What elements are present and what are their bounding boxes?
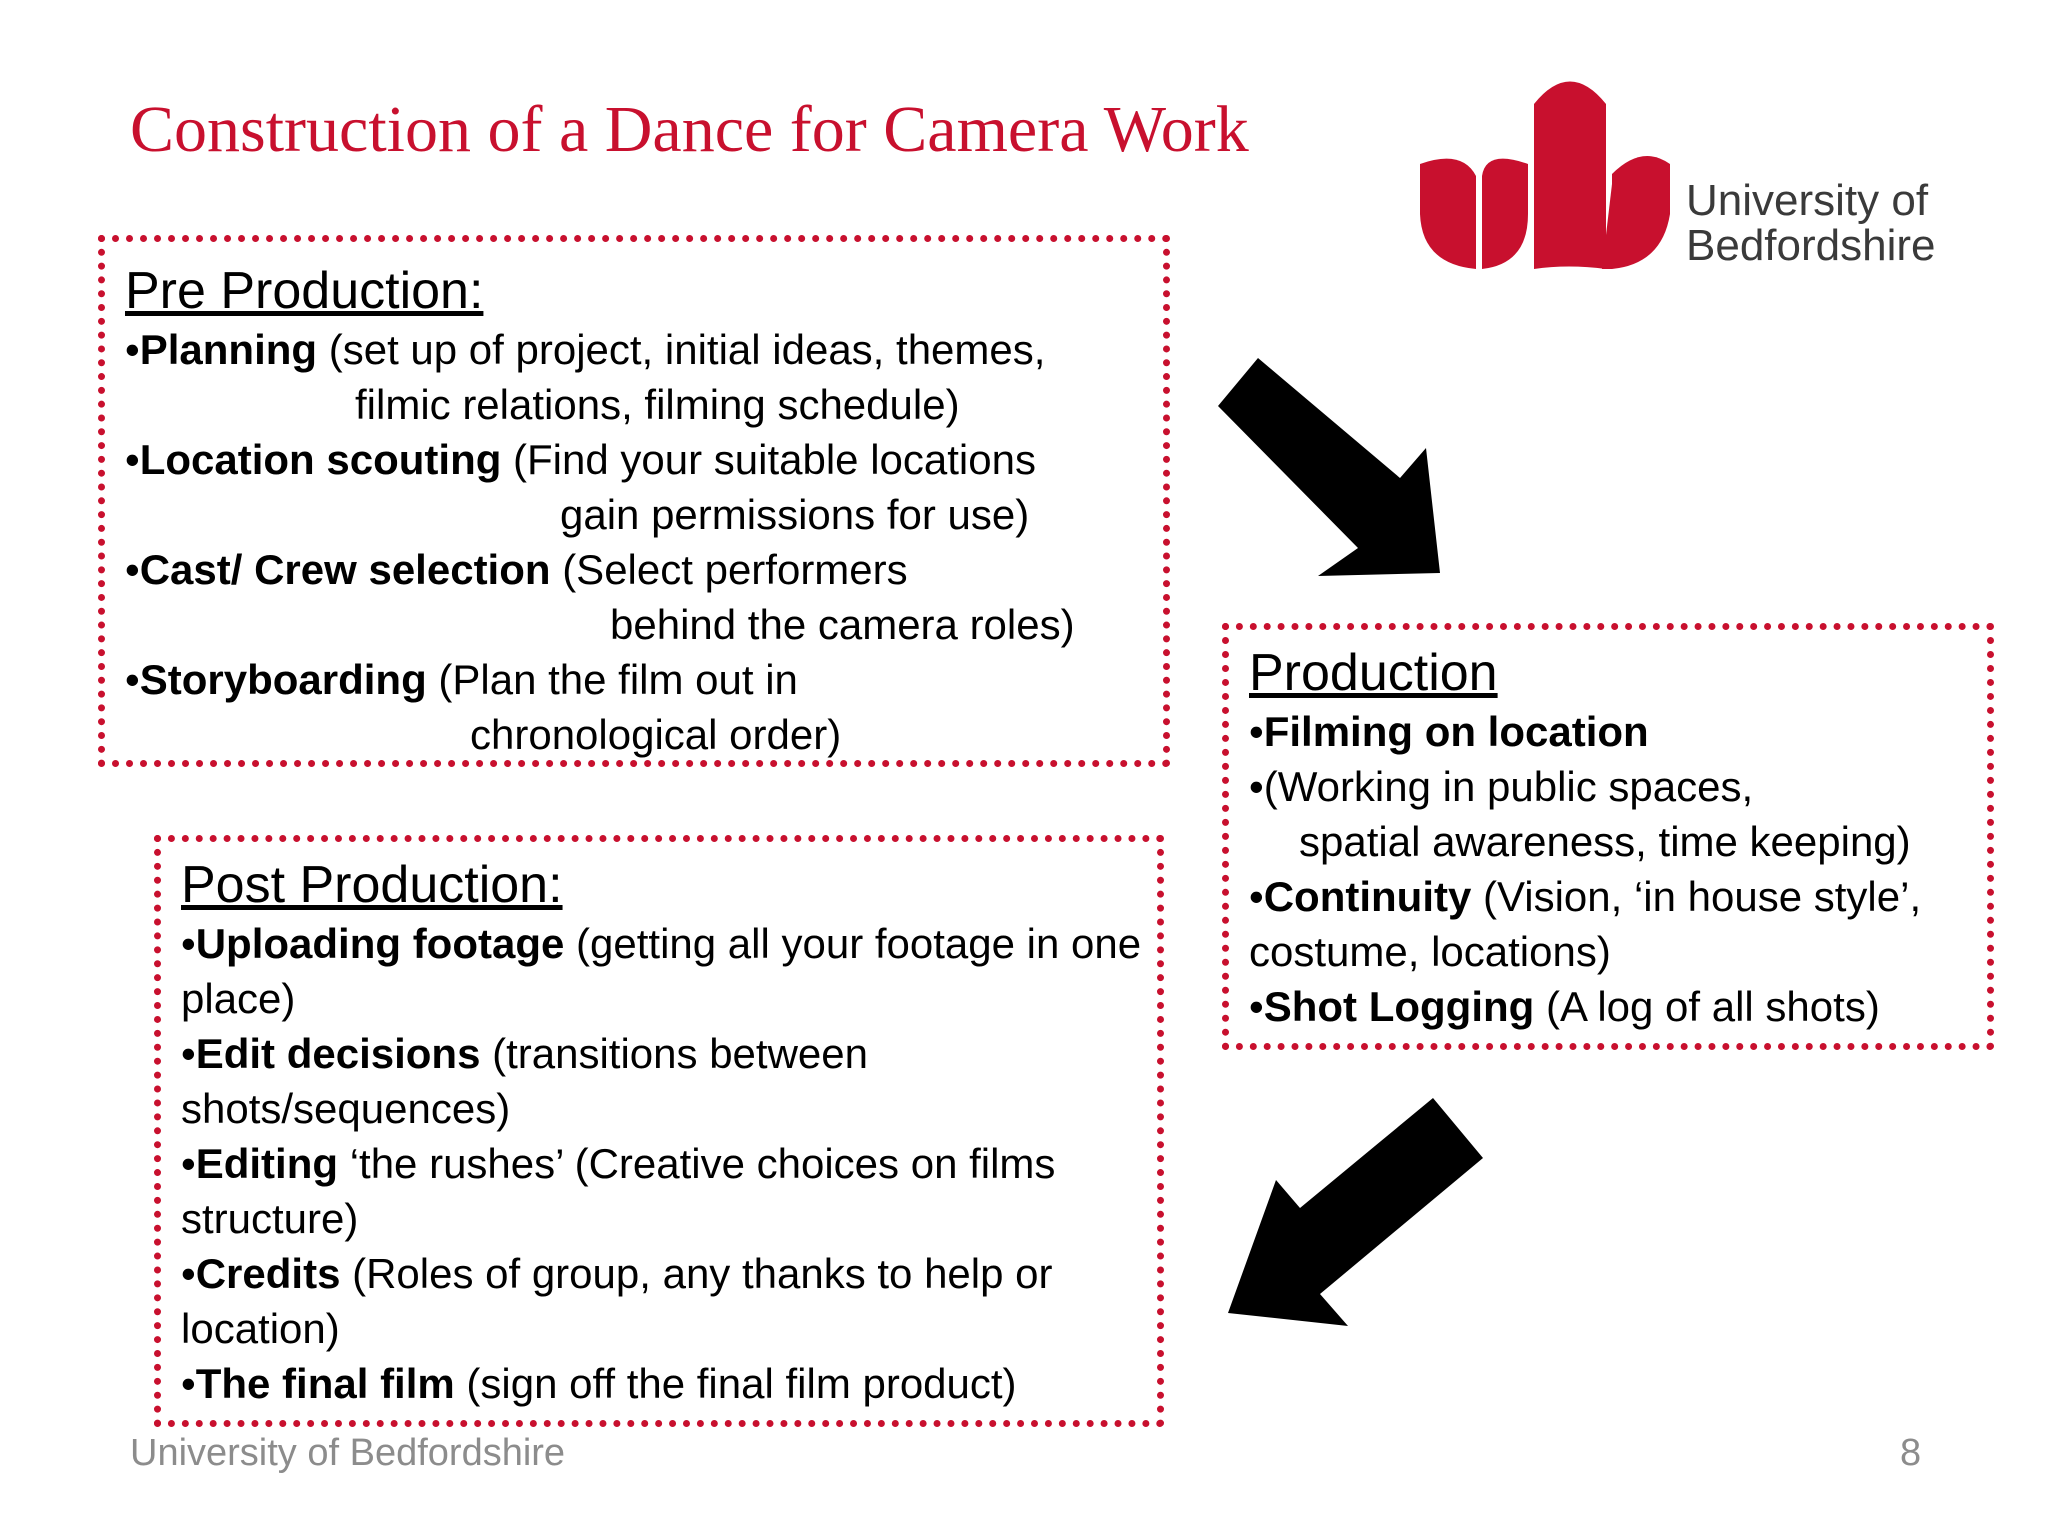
item-text: (Find your suitable locations — [501, 436, 1036, 483]
post-production-list: •Uploading footage (getting all your foo… — [181, 916, 1143, 1411]
bullet: • — [125, 546, 140, 593]
production-box: Production •Filming on location •(Workin… — [1222, 623, 1994, 1050]
list-item: •Shot Logging (A log of all shots) — [1249, 979, 1973, 1034]
item-continuation: chronological order) — [470, 711, 842, 758]
list-item: •Cast/ Crew selection (Select performers… — [125, 542, 1145, 652]
item-continuation: spatial awareness, time keeping) — [1299, 818, 1911, 865]
item-bold: Editing — [195, 1140, 339, 1187]
bullet: • — [181, 1140, 196, 1187]
bullet: • — [181, 1030, 196, 1077]
production-list: •Filming on location •(Working in public… — [1249, 704, 1973, 1034]
bullet: • — [181, 1360, 196, 1407]
footer-organization: University of Bedfordshire — [130, 1432, 566, 1474]
post-production-box: Post Production: •Uploading footage (get… — [154, 835, 1164, 1427]
bullet: • — [1249, 873, 1264, 920]
post-production-heading: Post Production: — [181, 856, 563, 914]
item-bold: Uploading footage — [195, 920, 565, 967]
item-text: ‘the rushes’ (Creative choices on films … — [181, 1140, 1056, 1242]
list-item: •Uploading footage (getting all your foo… — [181, 916, 1143, 1026]
item-continuation: behind the camera roles) — [610, 601, 1075, 648]
bullet: • — [125, 436, 140, 483]
bullet: • — [181, 1250, 196, 1297]
item-text: (Plan the film out in — [426, 656, 798, 703]
item-bold: Filming on location — [1263, 708, 1649, 755]
bullet: • — [1249, 708, 1264, 755]
list-item: •(Working in public spaces, spatial awar… — [1249, 759, 1973, 869]
university-logo-mark — [1420, 81, 1670, 269]
list-item: •Storyboarding (Plan the film out in chr… — [125, 652, 1145, 762]
logo-text-line2: Bedfordshire — [1686, 221, 1936, 270]
bullet: • — [1249, 983, 1264, 1030]
bullet: • — [181, 920, 196, 967]
university-logo: University of Bedfordshire — [1412, 64, 1936, 284]
list-item: •The final film (sign off the final film… — [181, 1356, 1143, 1411]
production-heading: Production — [1249, 644, 1498, 702]
item-text: (A log of all shots) — [1534, 983, 1880, 1030]
bullet: • — [125, 656, 140, 703]
list-item: •Credits (Roles of group, any thanks to … — [181, 1246, 1143, 1356]
pre-production-list: •Planning (set up of project, initial id… — [125, 322, 1145, 762]
page-number: 8 — [1900, 1432, 1922, 1474]
bullet: • — [1249, 763, 1264, 810]
item-bold: Planning — [139, 326, 318, 373]
item-text: (Working in public spaces, — [1263, 763, 1754, 810]
item-bold: The final film — [195, 1360, 455, 1407]
list-item: •Continuity (Vision, ‘in house style’, c… — [1249, 869, 1973, 979]
item-bold: Edit decisions — [195, 1030, 481, 1077]
slide-title: Construction of a Dance for Camera Work — [130, 93, 1249, 166]
pre-production-heading: Pre Production: — [125, 262, 484, 320]
list-item: •Filming on location — [1249, 704, 1973, 759]
item-bold: Storyboarding — [139, 656, 427, 703]
item-bold: Cast/ Crew selection — [139, 546, 551, 593]
item-text: (transitions between shots/sequences) — [181, 1030, 868, 1132]
item-text: (Select performers — [550, 546, 908, 593]
item-text: (Vision, ‘in house style’, costume, loca… — [1249, 873, 1922, 975]
bullet: • — [125, 326, 140, 373]
pre-production-box: Pre Production: •Planning (set up of pro… — [98, 235, 1170, 767]
list-item: •Edit decisions (transitions between sho… — [181, 1026, 1143, 1136]
logo-text-line1: University of — [1686, 176, 1929, 225]
item-text: (getting all your footage in one place) — [181, 920, 1142, 1022]
list-item: •Editing ‘the rushes’ (Creative choices … — [181, 1136, 1143, 1246]
item-text: (set up of project, initial ideas, theme… — [317, 326, 1046, 373]
list-item: •Planning (set up of project, initial id… — [125, 322, 1145, 432]
arrow-down-right-icon — [1218, 358, 1440, 576]
item-text: (Roles of group, any thanks to help or l… — [181, 1250, 1053, 1352]
item-bold: Credits — [195, 1250, 341, 1297]
item-bold: Continuity — [1263, 873, 1472, 920]
arrow-down-left-icon — [1228, 1098, 1483, 1326]
item-text: (sign off the final film product) — [454, 1360, 1017, 1407]
list-item: •Location scouting (Find your suitable l… — [125, 432, 1145, 542]
item-bold: Location scouting — [139, 436, 502, 483]
item-bold: Shot Logging — [1263, 983, 1535, 1030]
item-continuation: gain permissions for use) — [560, 491, 1030, 538]
item-continuation: filmic relations, filming schedule) — [355, 381, 960, 428]
